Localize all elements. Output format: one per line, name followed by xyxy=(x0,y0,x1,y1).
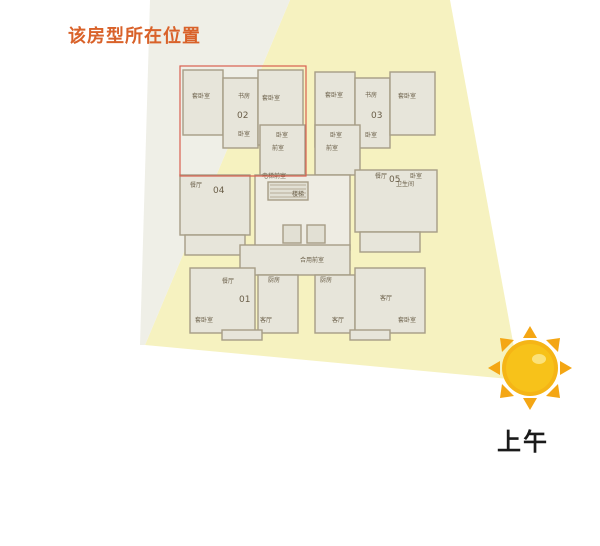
unit-number: 01 xyxy=(239,295,250,305)
room-label: 卧室 xyxy=(276,131,288,139)
unit-labels: 01 02 03 04 05 xyxy=(213,111,400,305)
room-label: 套卧室 xyxy=(192,92,210,100)
unit-number: 05 xyxy=(389,175,400,185)
room-label: 套卧室 xyxy=(398,316,416,324)
room-label: 客厅 xyxy=(332,316,344,324)
room-label: 前室 xyxy=(272,144,284,152)
room-label: 客厅 xyxy=(380,294,392,302)
highlight-box xyxy=(179,65,307,177)
room-label: 楼梯 xyxy=(292,190,304,198)
sun-icon xyxy=(488,326,572,410)
room-label: 前室 xyxy=(326,144,338,152)
room-label: 套卧室 xyxy=(262,94,280,102)
room-label: 卧室 xyxy=(330,131,342,139)
room-label: 餐厅 xyxy=(375,172,387,180)
room-label: 餐厅 xyxy=(190,181,202,189)
room-label: 客厅 xyxy=(260,316,272,324)
unit-number: 03 xyxy=(371,111,382,121)
floor-plan xyxy=(179,69,438,341)
room-label: 合用前室 xyxy=(300,256,324,264)
room-label: 餐厅 xyxy=(222,277,234,285)
room-label: 套卧室 xyxy=(325,91,343,99)
room-label: 厨房 xyxy=(268,276,280,284)
room-label: 卧室 xyxy=(238,130,250,138)
room-label: 卧室 xyxy=(410,172,422,180)
page-title: 该房型所在位置 xyxy=(68,26,201,47)
room-label: 书房 xyxy=(238,92,250,100)
room-label: 厨房 xyxy=(320,276,332,284)
room-label: 卧室 xyxy=(365,131,377,139)
unit-number: 02 xyxy=(237,111,248,121)
stairs xyxy=(270,184,306,198)
unit-number: 04 xyxy=(213,186,225,196)
time-of-day-label: 上午 xyxy=(497,428,549,456)
room-label: 套卧室 xyxy=(195,316,213,324)
room-label: 书房 xyxy=(365,91,377,99)
room-label: 套卧室 xyxy=(398,92,416,100)
room-label: 卫生间 xyxy=(396,180,414,188)
